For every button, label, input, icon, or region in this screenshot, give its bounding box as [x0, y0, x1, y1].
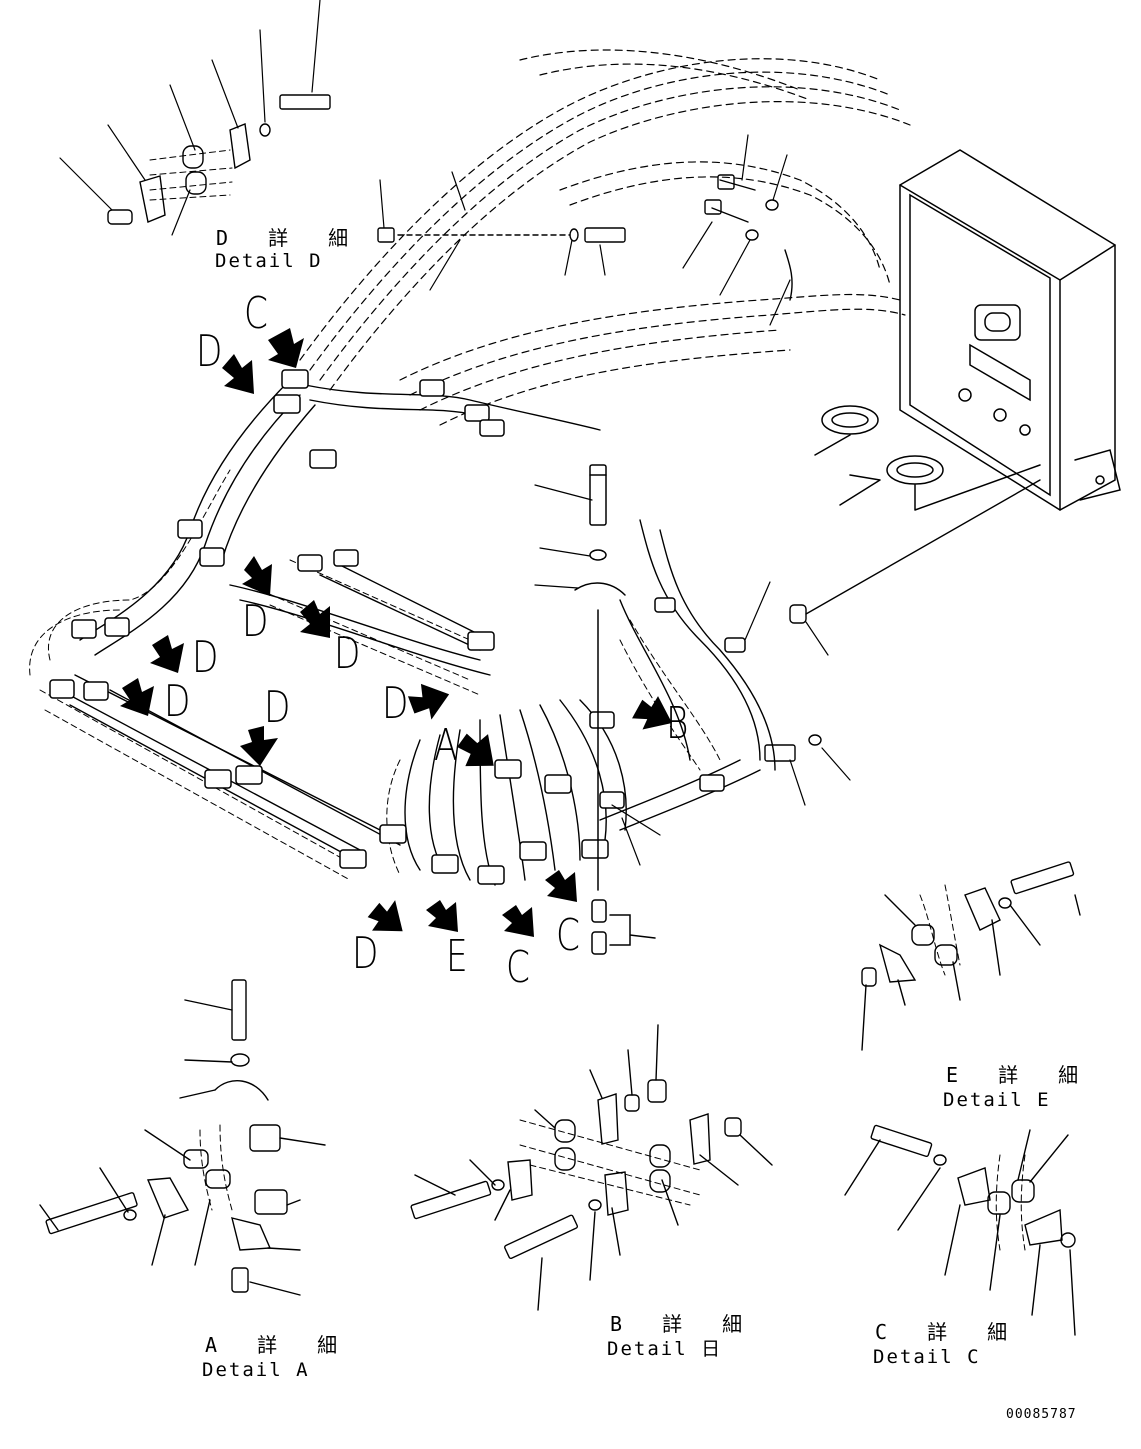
callout-e-bottom: E [446, 931, 468, 982]
hose-clamps [49, 369, 746, 885]
callout-d-mid2: D [334, 628, 361, 679]
callout-d-bottom: D [352, 928, 379, 979]
callout-c-right: C [556, 910, 580, 961]
detail-a-title-jp: A 詳 細 [205, 1333, 352, 1357]
detail-b-title-en: Detail 日 [607, 1338, 723, 1360]
callout-d-center: D [382, 678, 409, 729]
detail-d-drawing [139, 123, 251, 223]
callout-a-center: A [434, 720, 458, 771]
callout-d-left1: D [192, 632, 219, 683]
drawing-number: 00085787 [1006, 1407, 1077, 1422]
detail-c-title-jp: C 詳 細 [875, 1320, 1022, 1344]
callout-b-right: B [666, 698, 689, 749]
main-hose-runs [59, 379, 776, 886]
callout-arrows [120, 328, 673, 937]
detail-d-title-jp: D 詳 細 [216, 226, 363, 250]
detail-a-drawing [39, 979, 326, 1296]
detail-e-drawing [861, 861, 1081, 1051]
callout-c-bottom: C [506, 942, 530, 993]
detail-e-title-en: Detail E [943, 1089, 1051, 1111]
control-box [899, 149, 1121, 511]
leader-lines [59, 0, 851, 866]
detail-c-title-en: Detail C [873, 1346, 981, 1368]
hose-dashed-outlines [29, 469, 721, 881]
detail-d-title-en: Detail D [215, 250, 323, 272]
detail-b-drawing [410, 1024, 773, 1311]
callout-d-top2: D [264, 682, 291, 733]
detail-c-drawing [844, 1124, 1076, 1336]
detail-e-title-jp: E 詳 細 [946, 1063, 1093, 1087]
grommets [814, 405, 1041, 511]
callout-c-top: C [244, 288, 268, 339]
upper-fasteners [107, 94, 1041, 762]
callout-d-left2: D [164, 676, 191, 727]
upper-harness-bundle [299, 49, 911, 426]
detail-b-title-jp: B 詳 細 [610, 1312, 757, 1336]
center-bolt-assembly [574, 464, 656, 955]
detail-a-title-en: Detail A [202, 1359, 310, 1381]
callout-d-top: D [196, 326, 223, 377]
callout-d-mid1: D [242, 596, 269, 647]
